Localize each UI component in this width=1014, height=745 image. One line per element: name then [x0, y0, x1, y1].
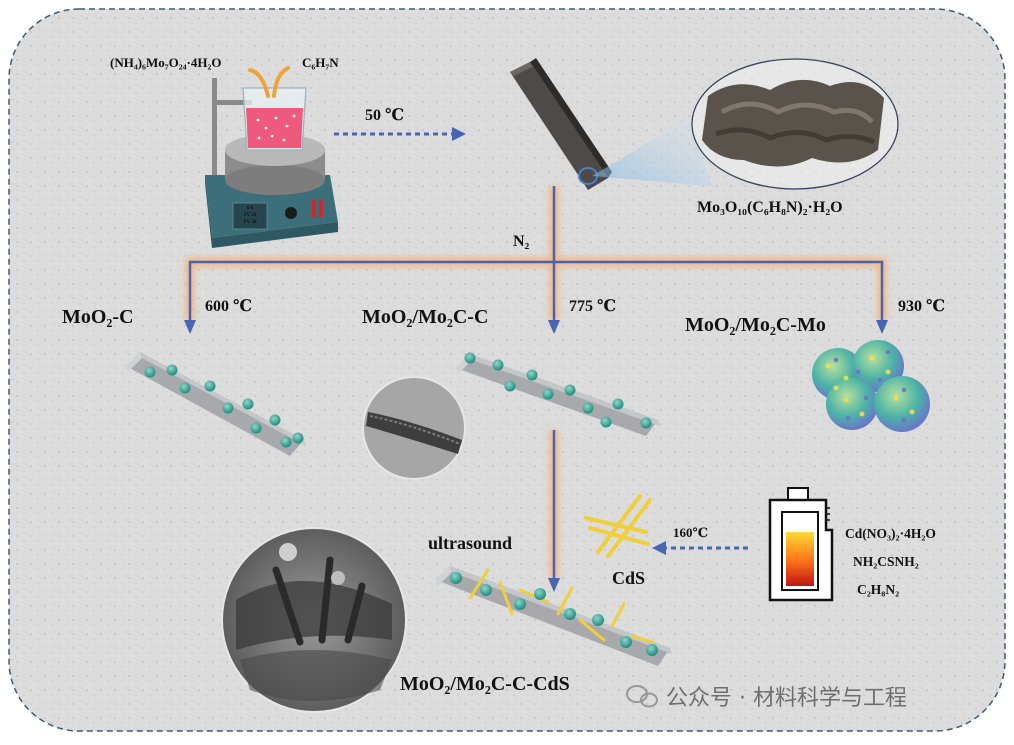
reagent-2-label: NH₂CSNH₂ [853, 554, 919, 569]
stirrer-display-time: 6 h [247, 206, 254, 211]
precursor-a-label: (NH₄)₆Mo₇O₂₄·4H₂O [110, 55, 221, 70]
intermediate-label: Mo₃O₁₀(C₆H₈N)₂·H₂O [697, 199, 843, 216]
watermark-wechat-icon [626, 685, 658, 708]
product-1-label: MoO₂-C [62, 306, 134, 328]
temp-50-label: 50 ℃ [365, 107, 404, 124]
atmosphere-label: N₂ [513, 233, 530, 250]
arrow-hydrothermal [334, 127, 466, 141]
rod-moo2-mo2c-c [456, 352, 660, 436]
rod-moo2-c [126, 352, 306, 456]
arrow-solvothermal [652, 541, 748, 555]
temp-930-label: 930 ℃ [898, 298, 945, 315]
rod-final-composite [436, 566, 672, 666]
cds-label: CdS [612, 568, 645, 588]
ultrasound-label: ultrasound [428, 533, 512, 553]
final-product-label: MoO₂/Mo₂C-C-CdS [400, 673, 570, 695]
temp-600-label: 600 ℃ [205, 298, 252, 315]
tem-image-composite [221, 527, 407, 713]
spheres-moo2-mo2c-mo [812, 340, 930, 432]
product-3-label: MoO₂/Mo₂C-Mo [685, 314, 826, 336]
zoom-spray [592, 118, 712, 186]
temp-775-label: 775 ℃ [569, 298, 616, 315]
reagent-3-label: C₂H₈N₂ [857, 582, 899, 597]
beaker-icon [242, 66, 307, 151]
surface-zoom-ellipse [691, 58, 899, 190]
watermark-text: 公众号 · 材料科学与工程 [666, 686, 907, 711]
autoclave-icon [768, 487, 834, 602]
product-2-label: MoO₂/Mo₂C-C [362, 306, 488, 328]
branch-arrows [184, 186, 888, 592]
tem-image-rod [362, 376, 466, 480]
temp-160-label: 160℃ [673, 525, 708, 540]
stirrer-display-sv: SV 50 [244, 213, 257, 218]
precursor-rod [510, 58, 612, 190]
stirrer-display-pv: PV 50 [244, 220, 257, 225]
precursor-b-label: C₆H₇N [302, 55, 339, 70]
cds-nanorods [584, 494, 652, 558]
reagent-1-label: Cd(NO₃)₂·4H₂O [845, 526, 936, 541]
